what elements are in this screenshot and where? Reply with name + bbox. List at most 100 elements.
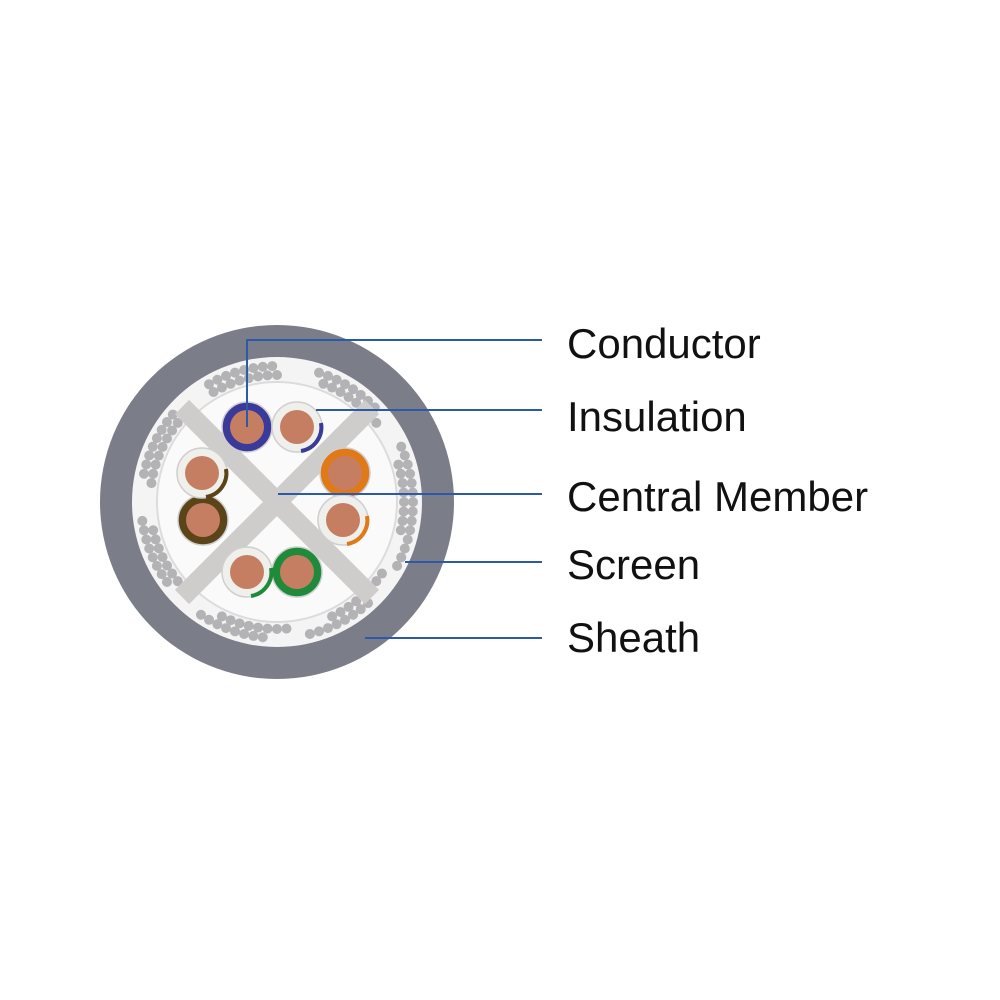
screen-strand [348, 384, 359, 395]
screen-strand [399, 543, 410, 554]
screen-strand [355, 389, 366, 400]
screen-strand [376, 568, 387, 579]
screen-strand [395, 468, 406, 479]
screen-strand [257, 361, 268, 372]
screen-strand [144, 543, 155, 554]
screen-strand [167, 568, 178, 579]
screen-strand [405, 525, 416, 536]
screen-strand [408, 497, 418, 507]
insulated-conductor [177, 494, 229, 546]
screen-strand [156, 569, 167, 580]
screen-strand [239, 628, 250, 639]
screen-strand [212, 619, 223, 630]
screen-strand [399, 450, 410, 461]
screen-strand [151, 560, 162, 571]
screen-strand [406, 478, 417, 489]
label-conductor: Conductor [567, 320, 761, 367]
leader-line-conductor [246, 339, 542, 427]
screen-strand [407, 487, 418, 498]
label-screen: Screen [567, 541, 700, 588]
insulated-conductor [319, 447, 371, 499]
screen-strand [172, 417, 183, 428]
screen-strand [204, 614, 214, 625]
screen-strand [147, 552, 158, 563]
screen-strand [340, 614, 350, 625]
screen-strand [335, 606, 346, 617]
screen-strand [208, 387, 219, 398]
screen-strand [351, 596, 362, 607]
screen-strand [407, 506, 418, 517]
screen-strand [351, 397, 362, 408]
screen-strand [343, 392, 354, 403]
screen-strand [150, 459, 161, 470]
screen-strand [257, 632, 268, 643]
insulated-conductor [221, 546, 274, 598]
screen-strand [161, 576, 172, 587]
screen-strand [402, 459, 413, 470]
screen-strand [141, 534, 152, 545]
screen-strand [318, 378, 329, 389]
insulation-stripe [205, 468, 229, 499]
screen-strand [150, 534, 161, 545]
screen-strand [243, 373, 254, 384]
screen-strand [234, 618, 245, 629]
screen-strand [138, 525, 149, 536]
leader-lines [246, 339, 542, 639]
screen-strand [221, 623, 232, 634]
screen-strand [398, 506, 409, 517]
screen-strand [395, 525, 406, 536]
screen-strand [304, 628, 315, 639]
screen-strand [322, 370, 333, 381]
screen-strand [331, 374, 342, 385]
screen-strand [272, 370, 282, 380]
screen-strand [144, 450, 155, 461]
screen-strand [405, 468, 416, 479]
screen-strand [153, 543, 164, 554]
screen-strand [243, 620, 254, 631]
screen-strand [397, 478, 408, 489]
copper-conductor [280, 410, 314, 444]
screen-strand [335, 387, 346, 398]
central-member-arm [174, 399, 380, 605]
screen-strand [151, 433, 162, 444]
central-member [174, 399, 380, 605]
screen-strand [348, 609, 359, 620]
insulated-conductor [317, 494, 370, 546]
screen-strand [248, 363, 259, 374]
screen-strand [225, 378, 236, 389]
screen-strand [229, 367, 240, 378]
screen-strand [392, 560, 403, 571]
screen-strand [397, 515, 408, 526]
screen-strand [314, 626, 325, 637]
screen-strand [204, 379, 214, 390]
insulation-stripe [300, 422, 324, 453]
screen-strand [314, 367, 325, 378]
screen-strand [162, 560, 173, 571]
screen-strand [172, 576, 183, 587]
screen-strand [396, 441, 407, 452]
copper-conductor [326, 503, 360, 537]
screen-strand [162, 433, 173, 444]
screen-strand [141, 459, 152, 470]
insulated-conductor [176, 447, 229, 499]
screen-strand [157, 552, 168, 563]
screen-strand [156, 424, 167, 435]
screen-strand [262, 623, 273, 634]
screen-strand [398, 487, 409, 498]
screen-strand [157, 441, 168, 452]
screen-strand [161, 417, 172, 428]
screen-strand [399, 497, 409, 507]
label-central-member: Central Member [567, 473, 868, 520]
screen-strand [327, 382, 338, 393]
screen-strand [147, 441, 158, 452]
screen-strand [322, 623, 333, 634]
screen-strand [272, 624, 282, 634]
screen-strand [229, 626, 240, 637]
screen-strand [216, 611, 227, 622]
screen-strand [267, 361, 278, 372]
screen-strand [225, 615, 236, 626]
insulation-stripe [346, 515, 370, 546]
screen-strand [153, 450, 164, 461]
screen-strand [402, 534, 413, 545]
